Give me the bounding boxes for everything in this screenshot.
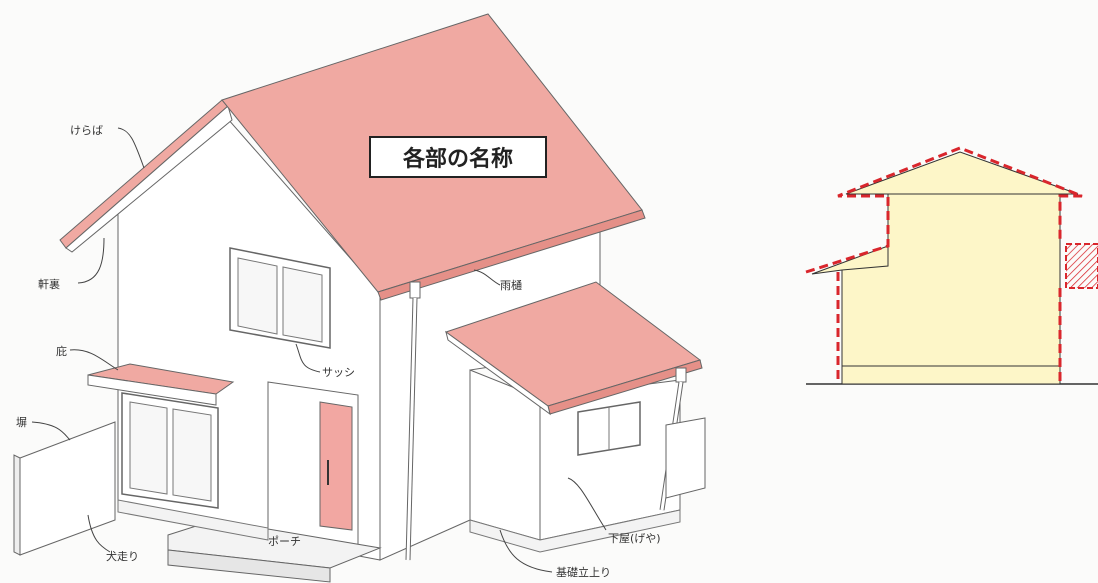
elevation-side-box	[1065, 243, 1098, 289]
entrance	[267, 381, 359, 546]
canopy	[87, 363, 235, 406]
leader-nokiura	[77, 237, 105, 284]
title-frame	[369, 136, 547, 178]
label-hei: 塀	[16, 416, 27, 429]
annex-roof	[444, 281, 703, 416]
lower-window	[121, 392, 219, 509]
main-downpipe	[405, 281, 421, 561]
label-kiso: 基礎立上り	[556, 565, 611, 579]
leader-amadoi	[473, 269, 501, 286]
leader-hei	[31, 421, 71, 441]
annex-window	[577, 401, 641, 456]
labels	[31, 127, 607, 573]
label-porch: ポーチ	[268, 535, 301, 548]
elevation-body	[841, 191, 1061, 385]
leader-geya	[567, 477, 607, 531]
label-geya: 下屋(げや)	[608, 532, 661, 545]
elevation-diagram	[805, 146, 1098, 385]
elevation-boundary-upper	[805, 146, 1083, 274]
leader-hisashi	[69, 349, 119, 371]
elevation-roof	[845, 151, 1079, 195]
upper-window	[229, 247, 331, 349]
annex-walls	[469, 369, 681, 553]
label-keraba: けらば	[70, 124, 103, 137]
label-sash: サッシ	[322, 366, 355, 379]
label-inubashiri: 犬走り	[106, 549, 139, 563]
leader-kiso	[499, 529, 553, 573]
boundary-wall-left	[13, 421, 116, 556]
boundary-wall-right	[665, 417, 706, 499]
label-hisashi: 庇	[56, 344, 67, 358]
foundation	[117, 499, 269, 541]
title: 各部の名称	[402, 146, 513, 172]
leader-keraba	[117, 127, 145, 169]
title-box: 各部の名称	[369, 136, 547, 178]
label-nokiura: 軒裏	[38, 277, 60, 291]
label-amadoi: 雨樋	[500, 278, 522, 292]
leader-sash	[295, 343, 321, 373]
leader-inubashiri	[87, 514, 111, 553]
